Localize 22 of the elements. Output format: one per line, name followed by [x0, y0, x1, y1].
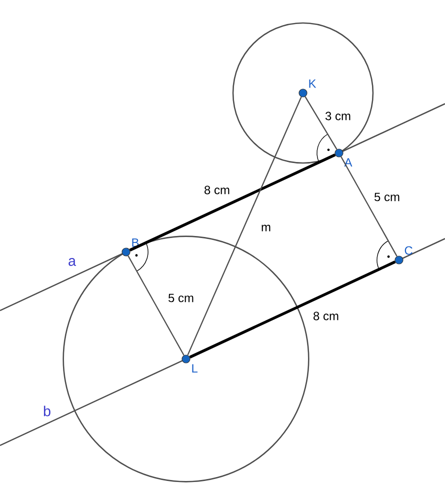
node-label: K: [309, 80, 316, 88]
edge-label: 5 cm: [167, 292, 195, 304]
point: A: [334, 148, 352, 166]
line-label: b: [44, 406, 50, 416]
segment: [340, 156, 398, 257]
point: L: [182, 354, 198, 372]
node-label: C: [404, 246, 412, 255]
edge-label: m: [260, 224, 272, 232]
line-label: a: [68, 258, 76, 266]
edge-label: 8 cm: [312, 310, 340, 322]
segment: [189, 260, 396, 358]
node-label: A: [344, 158, 352, 166]
segment: [129, 154, 336, 252]
segment: [128, 255, 184, 356]
edge-label: 5 cm: [373, 192, 401, 202]
edge-label: 8 cm: [203, 184, 231, 196]
point: K: [298, 80, 316, 98]
segment: [304, 96, 338, 150]
segment: [187, 96, 302, 356]
edge-label: 3 cm: [324, 110, 352, 122]
node-label: L: [192, 364, 198, 372]
point: C: [394, 246, 412, 264]
